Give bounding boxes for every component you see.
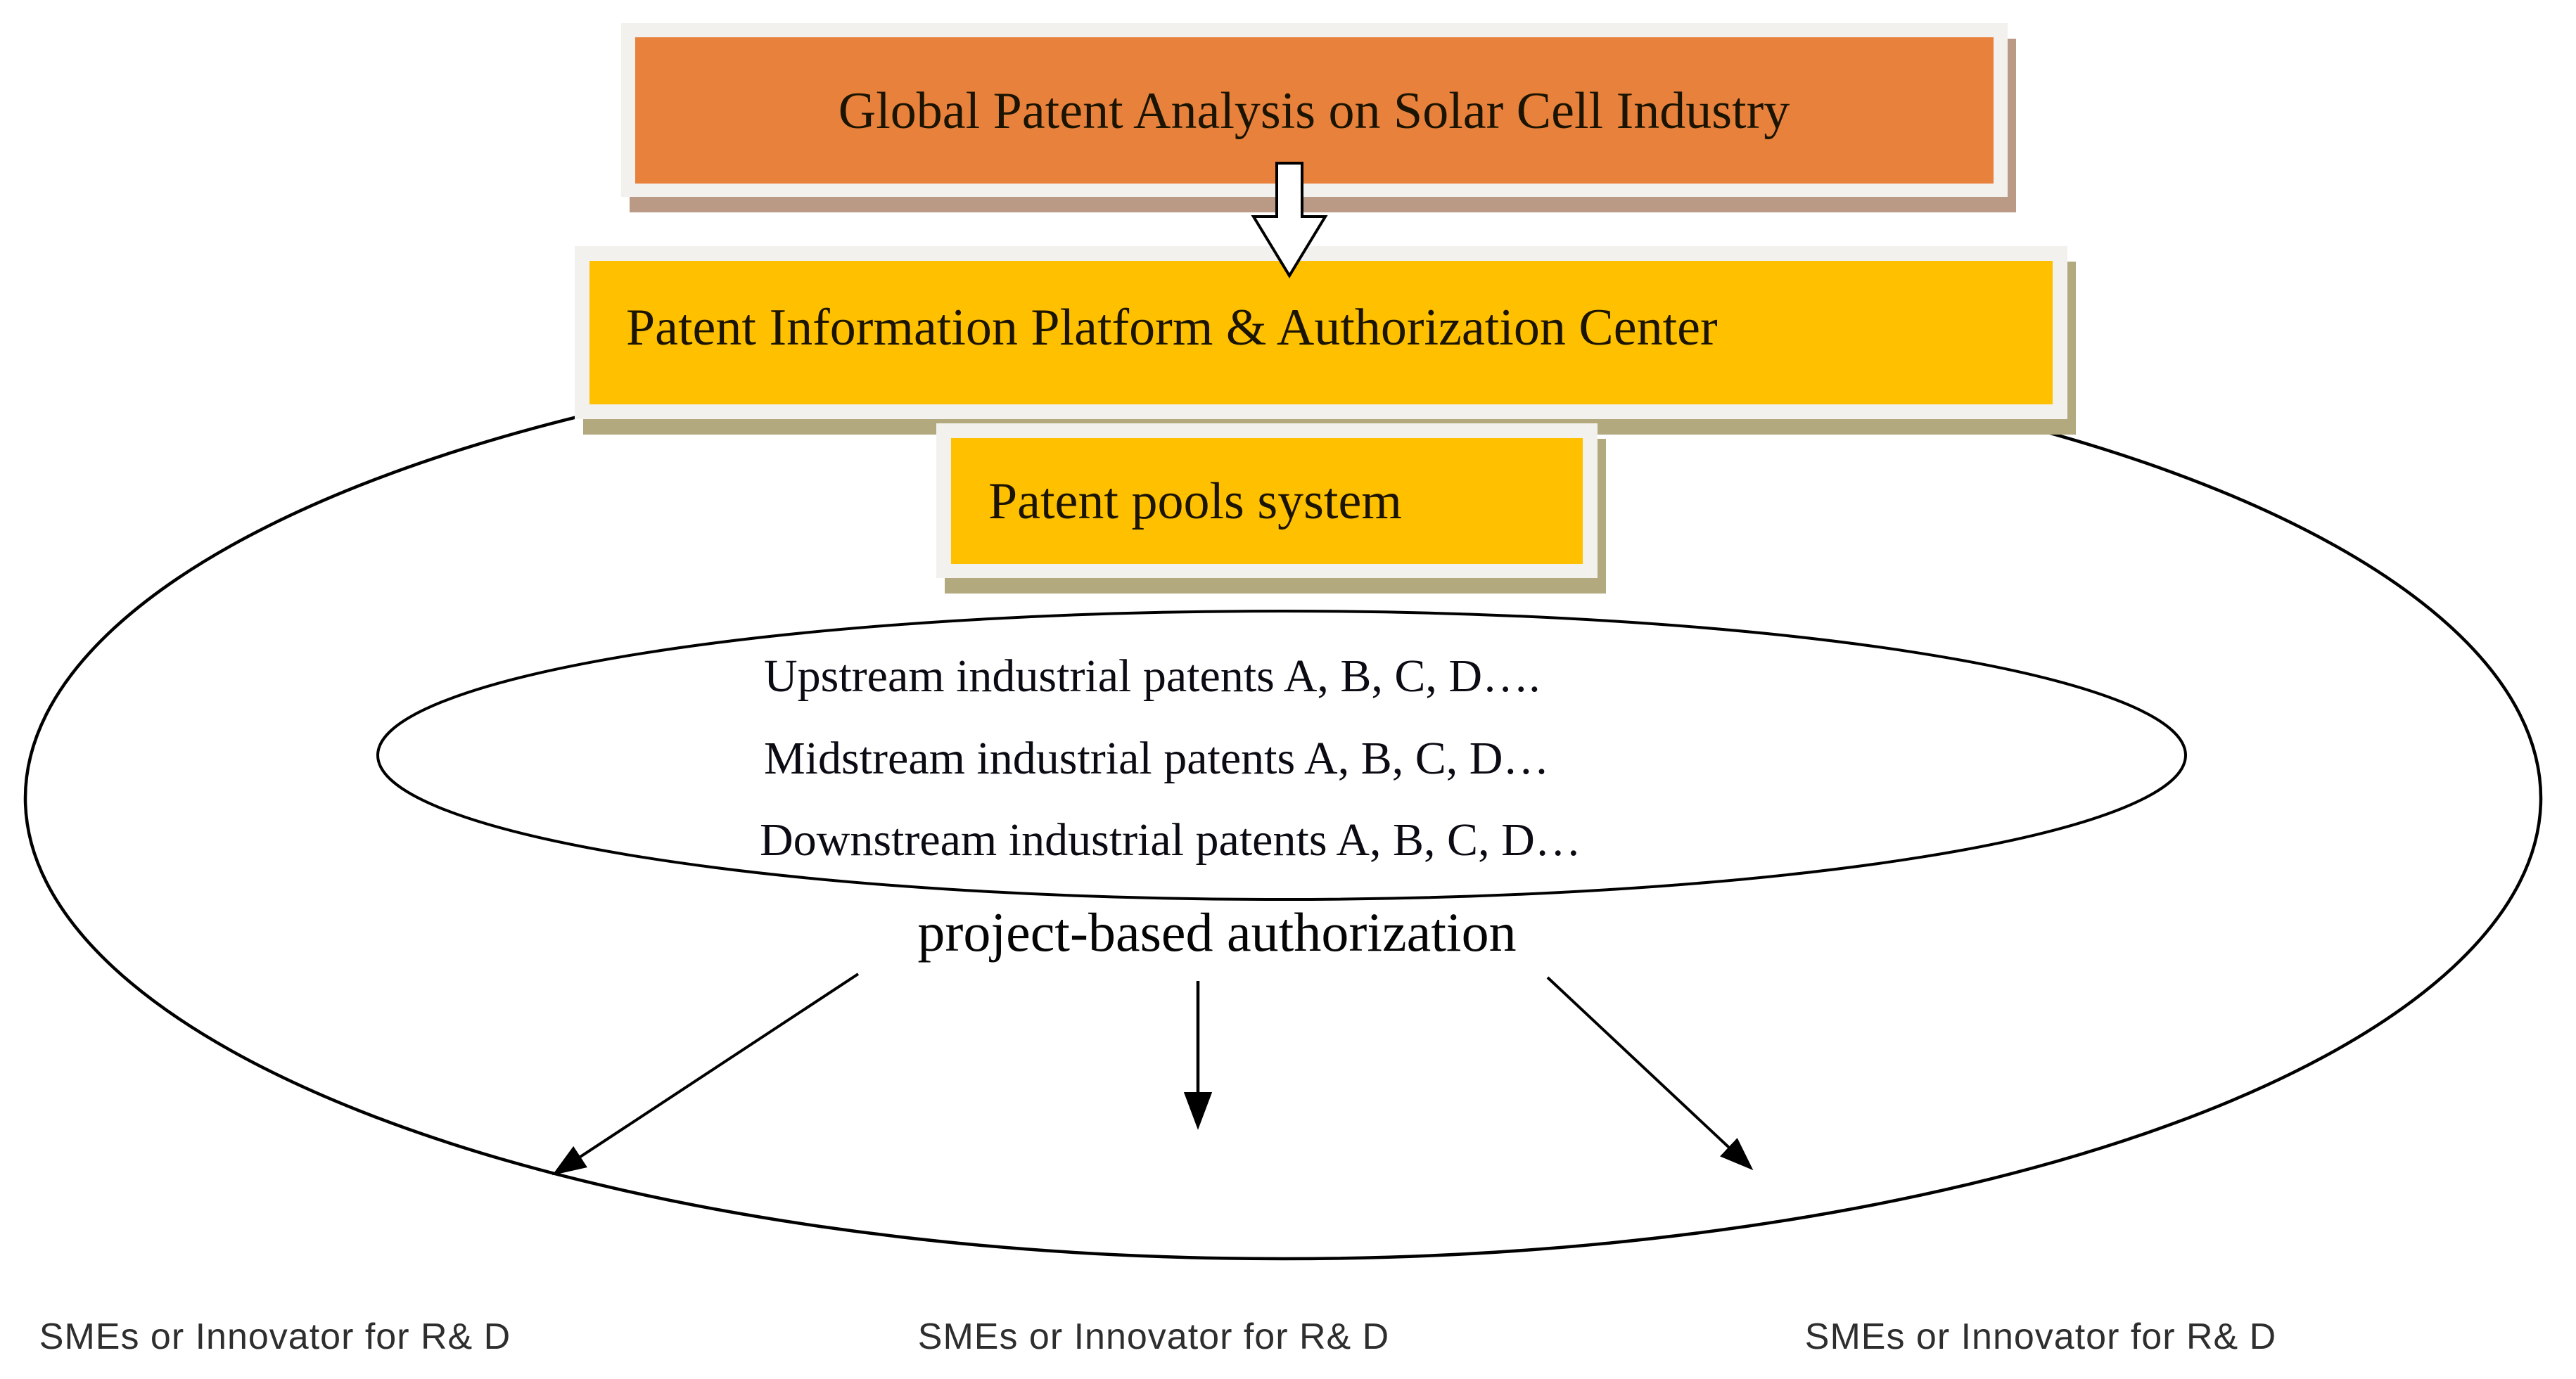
down-arrow-icon [1251, 162, 1328, 278]
title-box-label: Global Patent Analysis on Solar Cell Ind… [839, 82, 1790, 140]
title-box-fill [635, 37, 1994, 184]
authorization-arrow-right [1546, 976, 1754, 1171]
platform-box-fill [589, 261, 2053, 404]
pools-box: Patent pools system [936, 423, 1606, 594]
title-box: Global Patent Analysis on Solar Cell Ind… [621, 23, 2016, 212]
authorization-arrow-left [551, 973, 860, 1176]
recipient-label-middle: SMEs or Innovator for R& D [918, 1316, 1389, 1357]
platform-box: Patent Information Platform & Authorizat… [575, 246, 2076, 435]
pools-box-label: Patent pools system [988, 473, 1402, 530]
pool-item-downstream: Downstream industrial patents A, B, C, D… [760, 814, 1581, 866]
recipient-label-left: SMEs or Innovator for R& D [39, 1316, 511, 1357]
authorization-label: project-based authorization [917, 902, 1516, 963]
platform-box-label: Patent Information Platform & Authorizat… [626, 299, 1718, 357]
pool-item-midstream: Midstream industrial patents A, B, C, D… [764, 733, 1549, 784]
pools-box-fill [951, 438, 1583, 564]
pool-item-upstream: Upstream industrial patents A, B, C, D…. [764, 650, 1541, 702]
inner-ellipse [376, 610, 2187, 901]
recipient-label-right: SMEs or Innovator for R& D [1805, 1316, 2276, 1357]
